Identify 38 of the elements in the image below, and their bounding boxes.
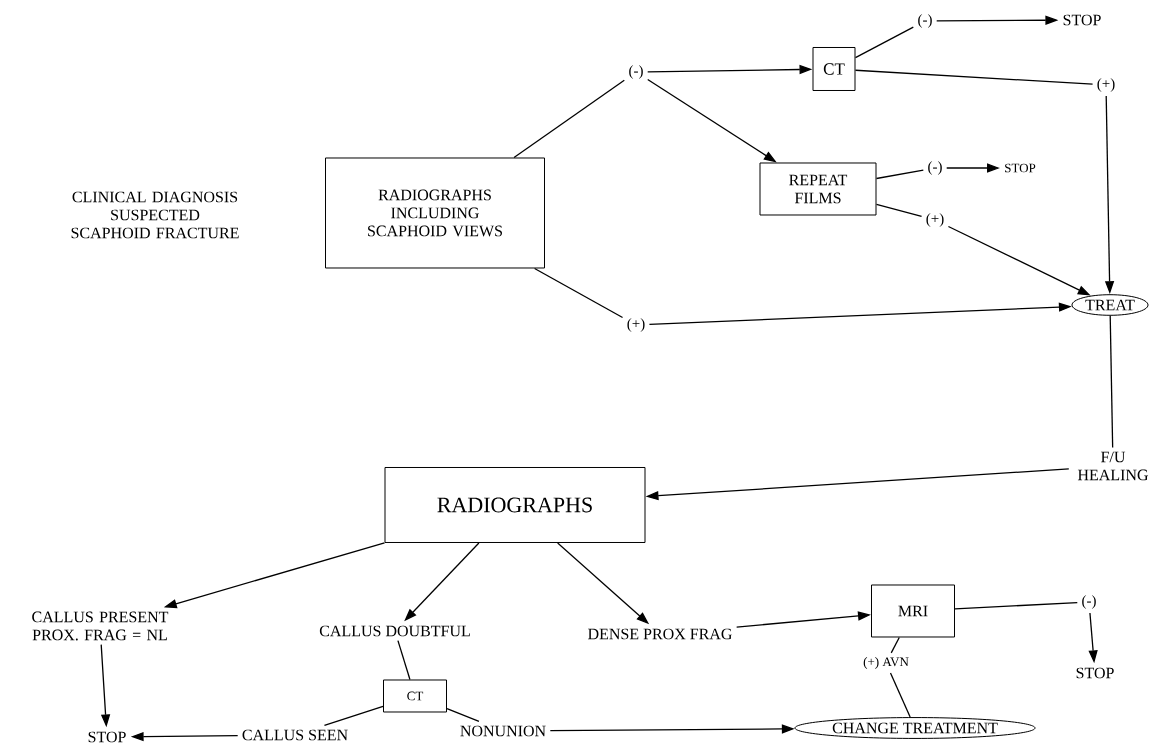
text-label: STOP <box>1076 667 1114 679</box>
process-box: CT <box>812 47 856 91</box>
connector-line <box>854 69 1094 85</box>
connector-line <box>854 26 914 59</box>
process-box: CT <box>383 679 447 713</box>
result-sign: (+) <box>926 213 944 227</box>
process-box: RADIOGRAPHS <box>384 467 646 543</box>
result-sign: (-) <box>629 65 643 79</box>
process-box: REPEAT FILMS <box>759 162 877 216</box>
process-box: RADIOGRAPHS INCLUDING SCAPHOID VIEWS <box>325 157 545 269</box>
connector-line <box>889 672 911 718</box>
result-sign: (+) <box>1097 78 1115 92</box>
text-label: CALLUS PRESENT PROX. FRAG = NL <box>32 611 169 641</box>
connector-line <box>875 203 923 218</box>
result-sign: (-) <box>918 14 932 28</box>
connector-line <box>397 639 411 681</box>
connector-line <box>1109 315 1114 449</box>
result-sign: (+) <box>627 318 645 332</box>
connector-line <box>446 708 480 723</box>
text-label: F/U HEALING <box>1077 451 1149 481</box>
connector-line <box>513 79 625 159</box>
text-label: CALLUS SEEN <box>242 729 348 741</box>
connector-line <box>875 169 924 180</box>
note-text: CLINICAL DIAGNOSIS SUSPECTED SCAPHOID FRACTURE <box>71 191 239 239</box>
result-sign: (-) <box>1082 595 1096 609</box>
text-label: NONUNION <box>460 725 546 737</box>
text-label: (+) AVN <box>863 657 909 669</box>
text-label: STOP <box>1005 163 1036 173</box>
connector-line <box>323 705 384 727</box>
text-label: CALLUS DOUBTFUL <box>319 625 470 637</box>
process-box: MRI <box>871 584 955 638</box>
text-label: STOP <box>88 731 126 743</box>
text-label: STOP <box>1063 14 1101 26</box>
text-label: DENSE PROX FRAG <box>588 628 732 640</box>
result-sign: (-) <box>928 161 942 175</box>
connector-line <box>533 267 624 319</box>
connector-line <box>890 636 900 654</box>
connector-line <box>954 601 1078 610</box>
